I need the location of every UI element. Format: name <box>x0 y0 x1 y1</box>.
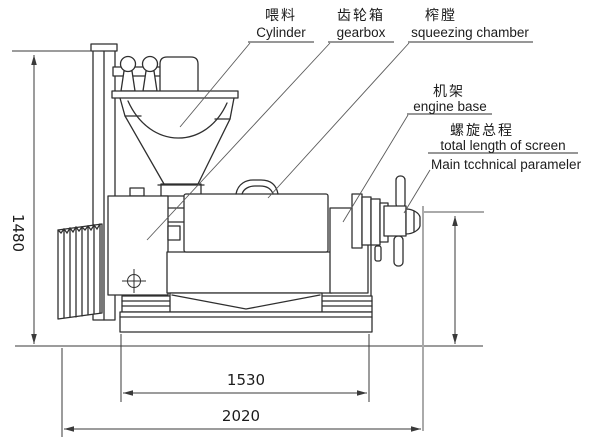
belt-pulley <box>57 223 103 320</box>
dim-height-1480: 1480 <box>9 50 100 344</box>
cone-nozzle <box>405 208 421 235</box>
hopper-wall-left <box>119 97 165 185</box>
callout-engine-base: 机架 engine base <box>407 83 492 115</box>
hopper-platform <box>111 90 239 99</box>
pulley-rim-zigzag <box>57 223 101 235</box>
pulley-grooves <box>63 223 101 319</box>
callout-screw-en: total length of screen <box>440 138 565 153</box>
top-fittings <box>112 55 199 94</box>
leader-screw <box>403 169 431 214</box>
knob-stem-right <box>142 70 158 92</box>
chamber-handle-outer <box>235 179 279 195</box>
chamber-connector-step <box>167 225 181 241</box>
hopper-bowl-arc <box>127 100 228 139</box>
knob-head-left <box>119 55 137 73</box>
hopper-wall-right <box>197 97 235 185</box>
callout-screw: 螺旋总程 total length of screen <box>428 122 578 154</box>
cone-hub <box>383 205 407 237</box>
callout-feed-zh: 喂料 <box>265 7 297 23</box>
gearbox-top-bolt <box>129 187 145 197</box>
callout-feed: 喂料 Cylinder <box>248 7 314 43</box>
post-cap <box>90 43 118 52</box>
callout-engine-base-en: engine base <box>413 99 487 114</box>
base-rail-right <box>319 295 373 313</box>
handwheel-bar-top <box>395 175 406 209</box>
dimensions: 1480 1530 2020 <box>9 50 484 437</box>
base-guard-v-lines <box>171 294 321 310</box>
gearbox-body <box>107 195 169 296</box>
callout-chamber: 榨膛 squeezing chamber <box>408 7 533 43</box>
drain-rod <box>374 245 382 262</box>
center-mark <box>122 269 146 293</box>
handwheel-bar-bottom <box>393 235 404 267</box>
base-plate <box>119 311 373 333</box>
knob-stem-left <box>120 70 136 92</box>
leader-feed <box>179 42 251 128</box>
leader-gearbox <box>146 42 331 241</box>
callout-chamber-en: squeezing chamber <box>411 25 529 40</box>
base-frame <box>119 292 373 333</box>
top-box <box>159 56 199 94</box>
callout-chamber-zh: 榨膛 <box>425 7 457 23</box>
callout-gearbox-en: gearbox <box>337 25 386 40</box>
callout-labels: 喂料 Cylinder 齿轮箱 gearbox 榨膛 squeezing cha… <box>248 7 582 172</box>
dim-outlet-height <box>424 211 484 344</box>
leader-engine-base <box>342 114 409 223</box>
press-cone <box>383 205 421 237</box>
cage-plate-2 <box>361 196 372 246</box>
gearbox-housing <box>107 187 169 296</box>
callout-gearbox-zh: 齿轮箱 <box>337 7 385 23</box>
cage-plate-1 <box>351 193 363 249</box>
knob-head-right <box>141 55 159 73</box>
callout-gearbox: 齿轮箱 gearbox <box>328 7 394 43</box>
chamber-upper-box <box>183 193 329 253</box>
dim-1530-value: 1530 <box>227 371 265 389</box>
leader-chamber <box>267 42 410 199</box>
chamber-handle-inner <box>241 185 274 195</box>
dim-length-2020: 2020 <box>61 206 424 437</box>
outlet-support <box>329 193 389 313</box>
flange-plate-1 <box>370 198 381 246</box>
dim-1480-value: 1480 <box>9 214 27 252</box>
dim-length-1530: 1530 <box>120 334 370 402</box>
callout-note: Main tcchnical parameler <box>431 157 582 172</box>
callout-feed-en: Cylinder <box>256 25 306 40</box>
base-rail-left <box>121 295 173 313</box>
callout-screw-zh: 螺旋总程 <box>450 122 514 138</box>
callout-engine-base-zh: 机架 <box>433 83 465 99</box>
machine-drawing <box>57 43 421 333</box>
dim-2020-value: 2020 <box>222 407 260 425</box>
chamber-lower-body <box>166 251 333 294</box>
leader-lines <box>146 42 431 241</box>
squeezing-chamber-housing <box>166 179 333 294</box>
callout-note-en: Main tcchnical parameler <box>431 157 582 172</box>
